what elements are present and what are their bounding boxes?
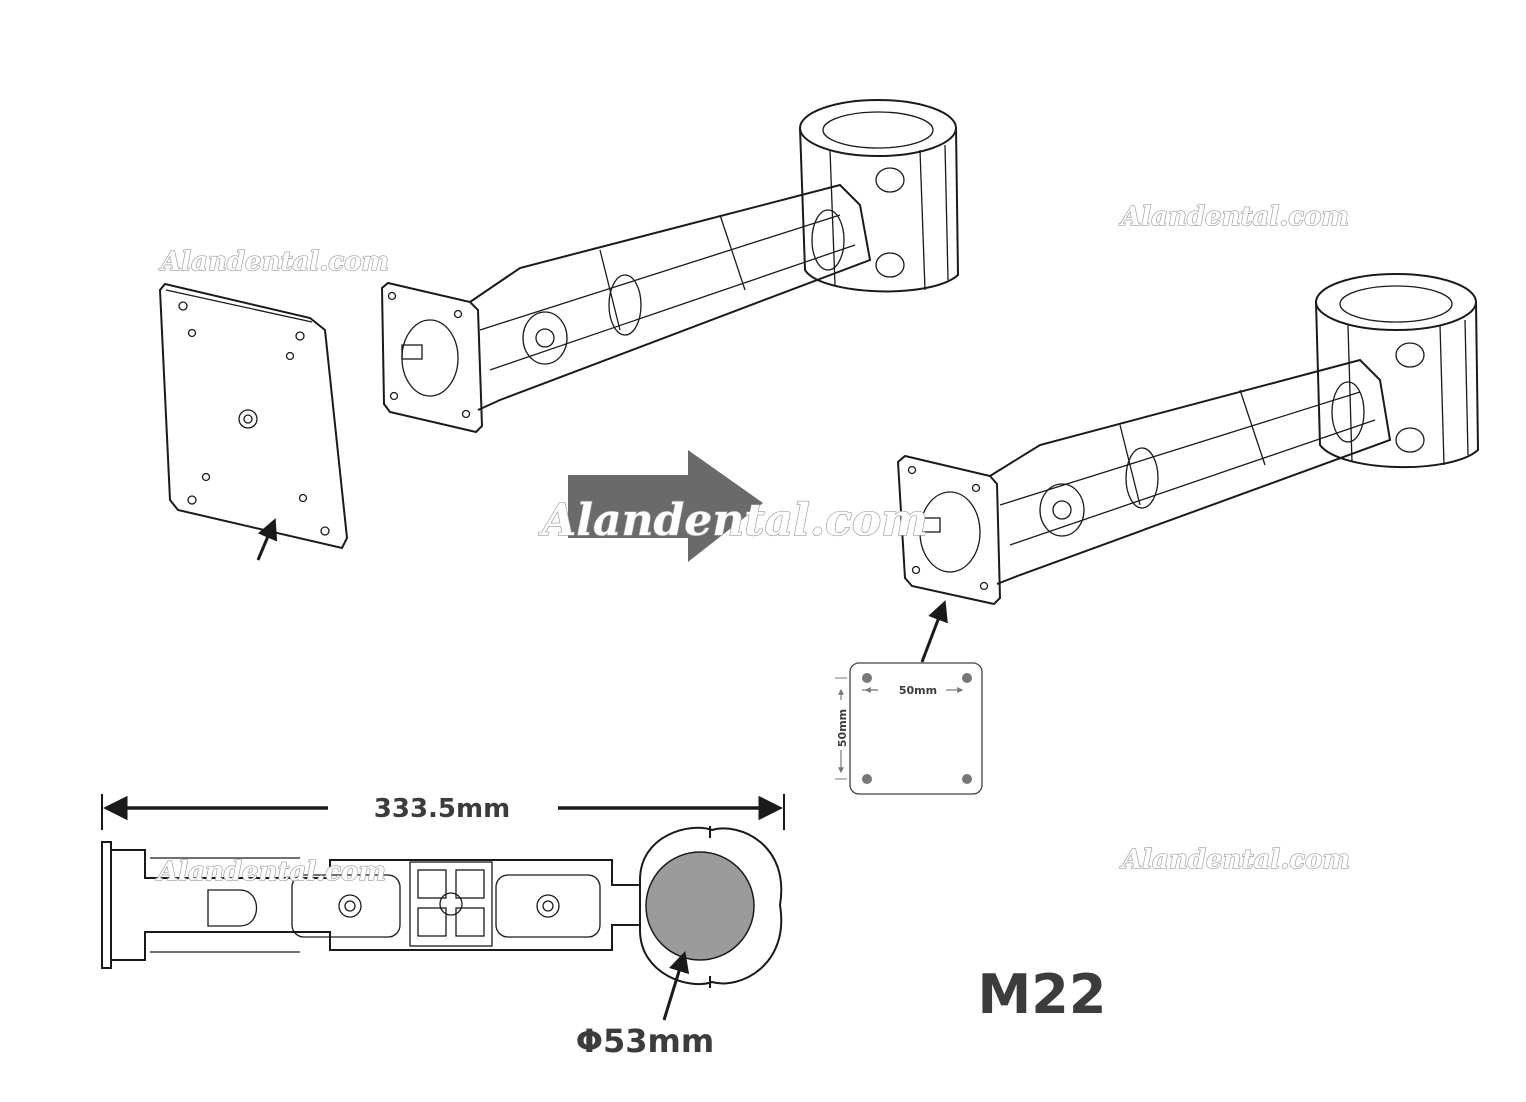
transition-arrow [568,450,763,562]
vesa-pattern-detail: 50mm 50mm [835,662,983,795]
watermark-3: Alandental.com [538,495,928,546]
watermark-4: Alandental.com [1119,845,1350,875]
watermark-5: Alandental.com [155,857,386,887]
pole-cross-section [645,851,755,961]
vesa-height-label: 50mm [836,709,849,747]
model-label: M22 [978,963,1107,1026]
length-dimension: 333.5mm [101,794,785,830]
arm-top-view [101,826,783,988]
watermark-2: Alandental.com [1118,202,1349,232]
diameter-pointer-arrow [662,950,690,1021]
arm-before [380,99,960,434]
vesa-pointer-arrow [920,600,948,663]
diameter-label: Φ53mm [576,1022,714,1060]
vesa-width-label: 50mm [899,684,937,697]
vesa-adapter-plate [158,282,349,550]
watermark-1: Alandental.com [158,247,389,277]
plate-pointer-arrow [256,518,278,561]
length-label: 333.5mm [374,794,510,824]
arm-after [896,273,1480,606]
